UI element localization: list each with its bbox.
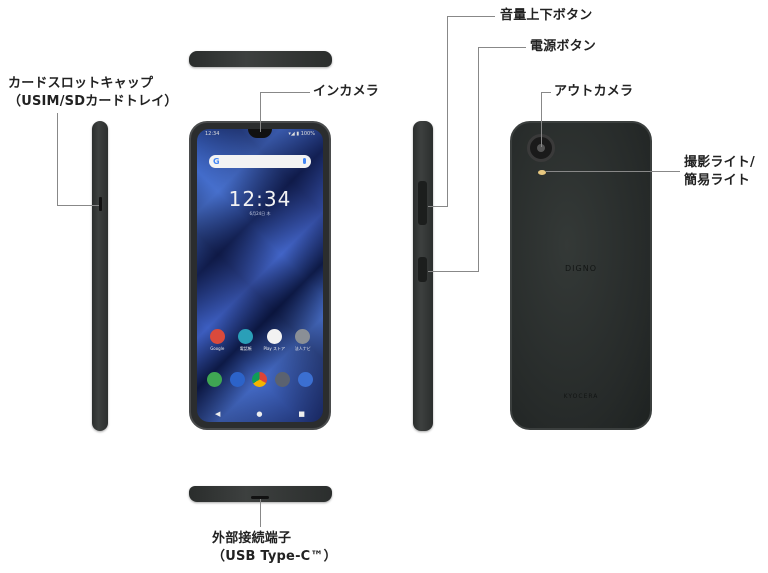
volume-leader-h-top — [447, 16, 495, 17]
status-bar: 12:34 ▾◢ ▮ 100% — [205, 131, 315, 137]
usb-label: 外部接続端子 （USB Type-C™） — [212, 531, 337, 564]
maker-logo: KYOCERA — [563, 393, 599, 400]
chrome-icon[interactable] — [252, 372, 268, 387]
app-play-store[interactable]: Play ストア — [261, 329, 287, 352]
volume-leader-h-bottom — [428, 206, 448, 207]
home-apps-row: Google 電話帳 Play ストア 法人ナビ — [203, 329, 317, 352]
dock-row — [203, 372, 317, 387]
power-leader-h-bottom — [428, 271, 479, 272]
front-camera-notch — [248, 129, 272, 138]
out-camera-leader-h — [541, 92, 551, 93]
out-camera-label: アウトカメラ — [554, 84, 634, 99]
business-navi-icon — [295, 329, 311, 344]
left-side-view — [92, 121, 108, 431]
in-camera-leader-v — [260, 92, 261, 132]
google-icon: G — [213, 157, 220, 166]
card-slot-leader-h — [57, 205, 99, 206]
front-view-phone: 12:34 ▾◢ ▮ 100% G 12:34 6月24日 木 Google 電… — [189, 121, 331, 430]
back-view-phone: DIGNO KYOCERA — [510, 121, 652, 430]
home-nav-icon[interactable]: ● — [256, 410, 263, 418]
google-search-bar[interactable]: G — [209, 155, 311, 168]
recent-nav-icon[interactable]: ■ — [298, 410, 305, 418]
volume-leader-v — [447, 16, 448, 207]
nav-bar: ◀ ● ■ — [215, 410, 305, 418]
app-contacts[interactable]: 電話帳 — [233, 329, 259, 352]
phone-icon[interactable] — [206, 372, 222, 387]
settings-icon[interactable] — [298, 372, 314, 387]
usb-port — [251, 496, 269, 499]
date-widget: 6月24日 木 — [249, 211, 271, 216]
bottom-edge-view — [189, 486, 332, 502]
contacts-icon — [238, 329, 254, 344]
power-button — [418, 257, 427, 282]
messages-icon[interactable] — [229, 372, 245, 387]
power-leader-h-top — [478, 47, 526, 48]
light-label: 撮影ライト/ 簡易ライト — [684, 155, 755, 188]
card-slot-cap — [99, 197, 102, 211]
phone-screen: 12:34 ▾◢ ▮ 100% G 12:34 6月24日 木 Google 電… — [197, 129, 323, 422]
back-nav-icon[interactable]: ◀ — [215, 410, 221, 418]
camera-icon[interactable] — [275, 372, 291, 387]
out-camera-leader-v — [541, 92, 542, 147]
power-label: 電源ボタン — [530, 39, 597, 54]
google-folder-icon — [209, 329, 225, 344]
power-leader-v — [478, 47, 479, 271]
app-business-navi[interactable]: 法人ナビ — [290, 329, 316, 352]
play-store-icon — [266, 329, 282, 344]
card-slot-label: カードスロットキャップ （USIM/SDカードトレイ） — [8, 76, 178, 109]
card-slot-leader-v — [57, 113, 58, 205]
app-google[interactable]: Google — [204, 329, 230, 352]
in-camera-label: インカメラ — [313, 84, 380, 99]
brand-logo: DIGNO — [565, 264, 597, 273]
flash-light — [538, 170, 546, 175]
top-edge-view — [189, 51, 332, 67]
volume-buttons — [418, 181, 427, 225]
volume-label: 音量上下ボタン — [500, 8, 593, 23]
in-camera-leader-h — [260, 92, 310, 93]
light-leader-h — [546, 171, 680, 172]
mic-icon — [303, 158, 306, 164]
usb-leader-v — [260, 499, 261, 527]
clock-widget: 12:34 — [228, 187, 292, 211]
